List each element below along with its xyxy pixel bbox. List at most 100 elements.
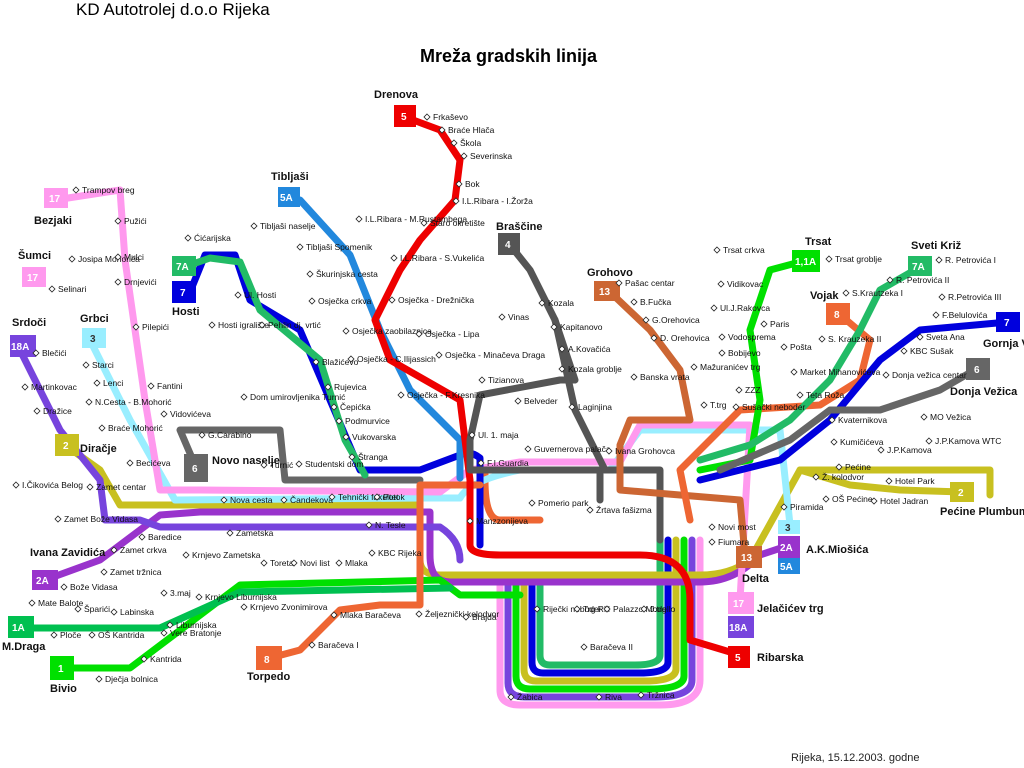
stop-marker <box>208 321 216 329</box>
stop-marker <box>498 313 506 321</box>
badge-number: 7A <box>912 262 925 273</box>
stop-label: I.Čikovića Belog <box>22 480 83 490</box>
stop-marker <box>342 327 350 335</box>
stop-marker <box>468 431 476 439</box>
stop-label: Žrtava fašizma <box>596 505 652 515</box>
badge-number: 1A <box>12 623 25 634</box>
company-name: KD Autotrolej d.o.o Rijeka <box>76 0 270 19</box>
stop-label: J.P.Kamova <box>887 445 932 455</box>
stop-marker <box>308 297 316 305</box>
stop-marker <box>32 349 40 357</box>
stop-label: G.Carabino <box>208 430 252 440</box>
route-center-purple <box>504 536 696 701</box>
stop-label: Bok <box>465 179 480 189</box>
stop-label: Trsat groblje <box>835 254 882 264</box>
stop-label: Hotel Park <box>895 476 935 486</box>
terminal-sumci: Šumci <box>18 249 51 262</box>
stop-label: Osječka crkva <box>318 296 372 306</box>
stop-marker <box>85 398 93 406</box>
terminal-tibljasi: Tibljaši <box>271 171 309 183</box>
stop-label: F.Belulovića <box>942 310 988 320</box>
badge-1A-mdraga <box>8 616 34 638</box>
stop-marker <box>455 180 463 188</box>
stop-label: Blažićevo <box>322 357 359 367</box>
stop-label: Potok <box>383 492 405 502</box>
terminal-diracje: Diračje <box>80 443 117 455</box>
route-line-13 <box>606 288 749 559</box>
stop-label: Mažuranićev trg <box>700 362 761 372</box>
route-line-18A <box>16 346 464 564</box>
stop-marker <box>690 363 698 371</box>
stop-label: Sušački neboder <box>742 402 805 412</box>
stop-label: Brajda <box>472 612 497 622</box>
stop-marker <box>700 401 708 409</box>
stop-label: R.Petrovića III <box>948 292 1001 302</box>
stop-label: Banska vrata <box>640 372 690 382</box>
stop-marker <box>528 499 536 507</box>
stop-label: Frkaševo <box>433 112 468 122</box>
route-line-2-east <box>796 466 966 496</box>
stop-label: Osječka - Lipa <box>425 329 480 339</box>
terminal-delta: Delta <box>742 573 770 585</box>
terminal-jelacicev: Jelačićev trg <box>757 603 824 615</box>
route-center-green <box>512 536 688 693</box>
badge-number: 5 <box>735 653 741 664</box>
stop-label: Mulci <box>124 252 144 262</box>
stop-marker <box>48 285 56 293</box>
stop-label: Pilepići <box>142 322 169 332</box>
stop-marker <box>388 296 396 304</box>
stop-label: Pužići <box>124 216 147 226</box>
terminal-ribarska: Ribarska <box>757 652 804 664</box>
stop-label: Dražice <box>43 406 72 416</box>
stop-marker <box>126 459 134 467</box>
stop-label: A.Kovačića <box>568 344 611 354</box>
stop-marker <box>184 234 192 242</box>
stop-marker <box>95 675 103 683</box>
stop-label: S. Krauzeka II <box>828 334 881 344</box>
badge-number: 17 <box>49 194 61 205</box>
stop-marker <box>920 413 928 421</box>
stop-marker <box>132 323 140 331</box>
stop-label: Ul. 1. maja <box>478 430 519 440</box>
stop-marker <box>637 691 645 699</box>
stop-marker <box>280 496 288 504</box>
stop-marker <box>877 446 885 454</box>
badge-number: 2A <box>36 576 49 587</box>
stop-marker <box>335 417 343 425</box>
stop-marker <box>710 304 718 312</box>
terminal-sveti-kriz: Sveti Križ <box>911 240 962 252</box>
stop-label: B.Fučka <box>640 297 671 307</box>
stop-marker <box>450 139 458 147</box>
stop-marker <box>533 605 541 613</box>
stop-label: Tibljaši naselje <box>260 221 316 231</box>
stop-marker <box>938 293 946 301</box>
badge-number: 2 <box>63 441 69 452</box>
stop-marker <box>312 358 320 366</box>
stop-label: Ul. Hosti <box>244 290 276 300</box>
stop-label: F.I.Guardia <box>487 458 529 468</box>
stop-marker <box>435 351 443 359</box>
stop-label: Vere Bratonje <box>170 628 222 638</box>
stop-label: KBC Sušak <box>910 346 954 356</box>
badge-number: 7 <box>1004 318 1010 329</box>
stop-label: Teta Roža <box>806 390 845 400</box>
stop-marker <box>916 333 924 341</box>
stop-label: Ivana Grohovca <box>615 446 675 456</box>
stop-label: Kantrida <box>150 654 182 664</box>
stop-label: Baračeva II <box>590 642 633 652</box>
stop-label: Dom umirovljenika Turnić <box>250 392 346 402</box>
stop-marker <box>900 347 908 355</box>
stop-marker <box>195 593 203 601</box>
stop-marker <box>870 497 878 505</box>
stop-label: Ž. kolodvor <box>822 472 864 482</box>
route-line-7-east <box>696 318 1012 484</box>
stop-label: Riva <box>605 692 622 702</box>
stop-label: Trsat crkva <box>723 245 765 255</box>
stop-marker <box>328 493 336 501</box>
stop-marker <box>605 447 613 455</box>
badge-5A-tibljasi <box>278 187 300 207</box>
stop-marker <box>886 276 894 284</box>
stop-marker <box>558 365 566 373</box>
terminal-bezjaki: Bezjaki <box>34 215 72 227</box>
